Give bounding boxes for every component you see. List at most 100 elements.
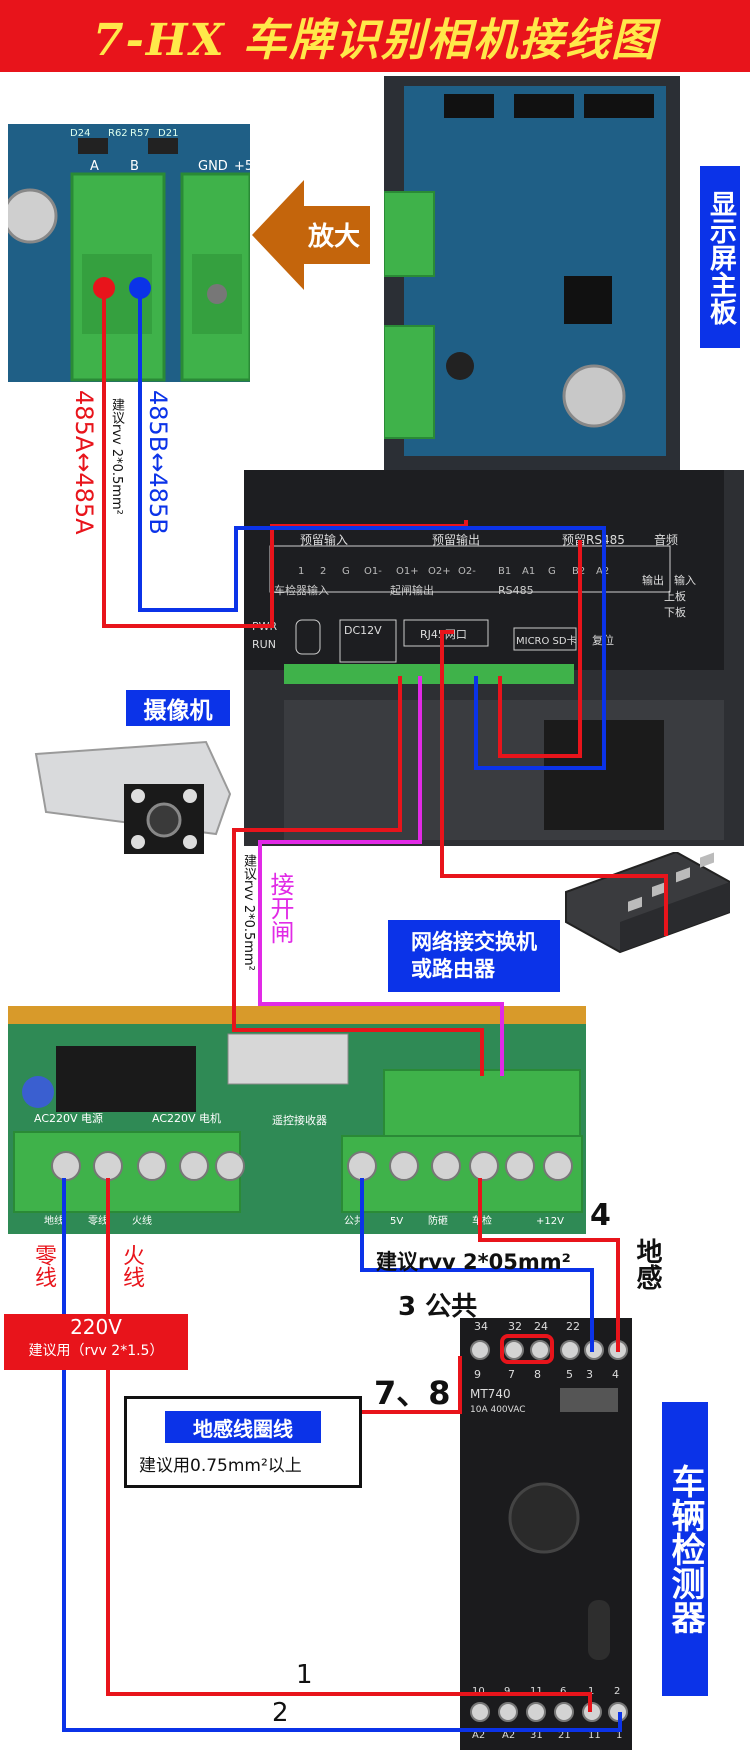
wire-controller-red (498, 540, 582, 758)
pcb-label-a: A (90, 159, 99, 174)
zoomed-pcb-illustration: D24 R62 R57 D21 A B GND +5 (2, 124, 253, 382)
relay-bottom2-31: 31 (530, 1730, 543, 1741)
zoomed-pcb-photo: D24 R62 R57 D21 A B GND +5 (2, 124, 253, 382)
relay-top-24: 24 (534, 1320, 548, 1333)
gate-bottom-live: 火线 (132, 1214, 152, 1227)
camera-controller-photo: 预留输入 预留输出 预留RS485 音频 1 2 G O1- O1+ O2+ O… (244, 470, 744, 846)
pcb-label-b: B (130, 159, 139, 174)
display-board-label: 显示屏主板 (705, 189, 736, 325)
vehicle-detector-photo: 34 32 24 22 9 7 8 5 3 4 MT740 10A 400VAC… (460, 1318, 632, 1750)
display-board-label-box: 显示屏主板 (700, 166, 740, 348)
vehicle-detector-label: 车辆检测器 (665, 1464, 705, 1634)
power-box: 220V 建议用（rvv 2*1.5） (4, 1314, 188, 1370)
wire-485b-left: 485B (144, 390, 172, 453)
pcb-label-r57: R57 (130, 128, 150, 139)
loop-wire-box: 地感线圈线 建议用0.75mm²以上 (124, 1396, 362, 1488)
relay-rating: 10A 400VAC (470, 1405, 526, 1415)
live-label: 火线 (119, 1244, 144, 1288)
print-rs485: RS485 (498, 584, 534, 597)
pcb-label-r62: R62 (108, 128, 128, 139)
num-1-label: 1 (296, 1660, 313, 1690)
print-run: RUN (252, 638, 276, 651)
wire-loop (358, 1356, 462, 1414)
neutral-label: 零线 (31, 1244, 56, 1288)
relay-top-22: 22 (566, 1320, 580, 1333)
print-reserved-out: 预留输出 (432, 532, 480, 547)
relay-top2-9: 9 (474, 1368, 481, 1381)
camera-illustration (34, 740, 232, 854)
print-reserved-485: 预留RS485 (562, 533, 625, 547)
print-pin-o2m: O2- (458, 566, 476, 577)
pcb-label-5v: +5 (234, 159, 250, 174)
power-voltage: 220V (70, 1315, 122, 1339)
wire-neutral (62, 1178, 622, 1732)
loop-wire-suggest: 建议用0.75mm²以上 (139, 1456, 302, 1476)
print-pin-1: 1 (298, 566, 304, 577)
network-switch-label: 网络接交换机 或路由器 (411, 930, 537, 981)
loop-wire-title-box: 地感线圈线 (165, 1411, 321, 1443)
gate-bottom-5v: 5V (390, 1216, 403, 1227)
rvv-mid-label: 建议rvv 2*0.5mm² (241, 854, 256, 971)
relay-bottom-6: 6 (560, 1686, 566, 1697)
print-vehicle-input: 车检器输入 (274, 583, 329, 597)
power-suggest: 建议用（rvv 2*1.5） (28, 1343, 164, 1359)
wire-485a-label: 485A↔485A (70, 390, 98, 535)
title-bar: 7-HX 车牌识别相机接线图 (0, 0, 750, 72)
relay-bottom-11: 11 (530, 1686, 543, 1697)
print-pin-g: G (342, 566, 350, 577)
print-audio-out: 输出 (642, 573, 664, 587)
relay-model: MT740 (470, 1387, 511, 1401)
open-gate-label: 接开闸 (266, 872, 294, 944)
wire-open-gate (258, 676, 504, 1076)
wire-network (440, 630, 668, 936)
print-pin-o1p: O1+ (396, 566, 419, 577)
wire-485b-arrow: ↔ (144, 452, 172, 473)
relay-bottom-9: 9 (504, 1686, 510, 1697)
relay-bottom2-1: 1 (616, 1730, 622, 1741)
camera-controller-illustration: 预留输入 预留输出 预留RS485 音频 1 2 G O1- O1+ O2+ O… (244, 470, 744, 846)
print-gate-output: 起闸输出 (390, 583, 434, 597)
camera-label: 摄像机 (143, 698, 213, 724)
vehicle-detector-illustration: 34 32 24 22 9 7 8 5 3 4 MT740 10A 400VAC… (460, 1318, 632, 1750)
rvv-top-label: 建议rvv 2*0.5mm² (109, 398, 124, 515)
relay-bottom-10: 10 (472, 1686, 485, 1697)
gate-bottom-neutral: 零线 (88, 1214, 108, 1227)
print-pin-o2p: O2+ (428, 566, 451, 577)
num-78-label: 7、8 (374, 1374, 451, 1412)
vehicle-detector-label-box: 车辆检测器 (662, 1402, 708, 1696)
print-pin-g2: G (548, 566, 556, 577)
relay-bottom2-a2: A2 (472, 1730, 485, 1741)
print-audio: 音频 (654, 532, 678, 547)
loop-wire-title: 地感线圈线 (193, 1416, 293, 1441)
common-3-label: 3 公共 (398, 1292, 478, 1322)
relay-top2-7: 7 (508, 1368, 515, 1381)
rvv-bottom-label: 建议rvv 2*05mm² (376, 1250, 571, 1274)
pcb-label-d21: D21 (158, 128, 178, 139)
wire-common (360, 1178, 594, 1352)
print-pin-b1: B1 (498, 566, 511, 577)
gate-controller-illustration: AC220V 电源 AC220V 电机 遥控接收器 地线 零线 火线 公共 5V… (8, 1006, 586, 1234)
relay-bottom-1: 1 (588, 1686, 594, 1697)
page-title: 7-HX 车牌识别相机接线图 (93, 15, 657, 66)
camera-label-box: 摄像机 (126, 690, 230, 726)
display-board-photo (383, 76, 680, 472)
display-board-illustration (383, 76, 680, 472)
relay-top2-3: 3 (586, 1368, 593, 1381)
zoom-arrow (252, 180, 370, 290)
relay-bottom-2: 2 (614, 1686, 620, 1697)
gate-bottom-12v: +12V (536, 1216, 564, 1227)
relay-top2-5: 5 (566, 1368, 573, 1381)
relay-top-32: 32 (508, 1320, 522, 1333)
gate-label-motor: AC220V 电机 (152, 1111, 221, 1125)
wire-485b-right: 485B (144, 472, 172, 535)
print-lower-board: 下板 (664, 605, 686, 619)
gate-bottom-antipinch: 防砸 (428, 1214, 448, 1227)
print-pin-o1m: O1- (364, 566, 382, 577)
wire-485a-arrow: ↔ (70, 452, 98, 473)
relay-top2-8: 8 (534, 1368, 541, 1381)
camera-photo (26, 724, 236, 864)
gate-controller-photo: AC220V 电源 AC220V 电机 遥控接收器 地线 零线 火线 公共 5V… (8, 1006, 586, 1234)
wire-ground-sense (478, 1178, 620, 1352)
wire-camera-red (232, 676, 484, 1076)
